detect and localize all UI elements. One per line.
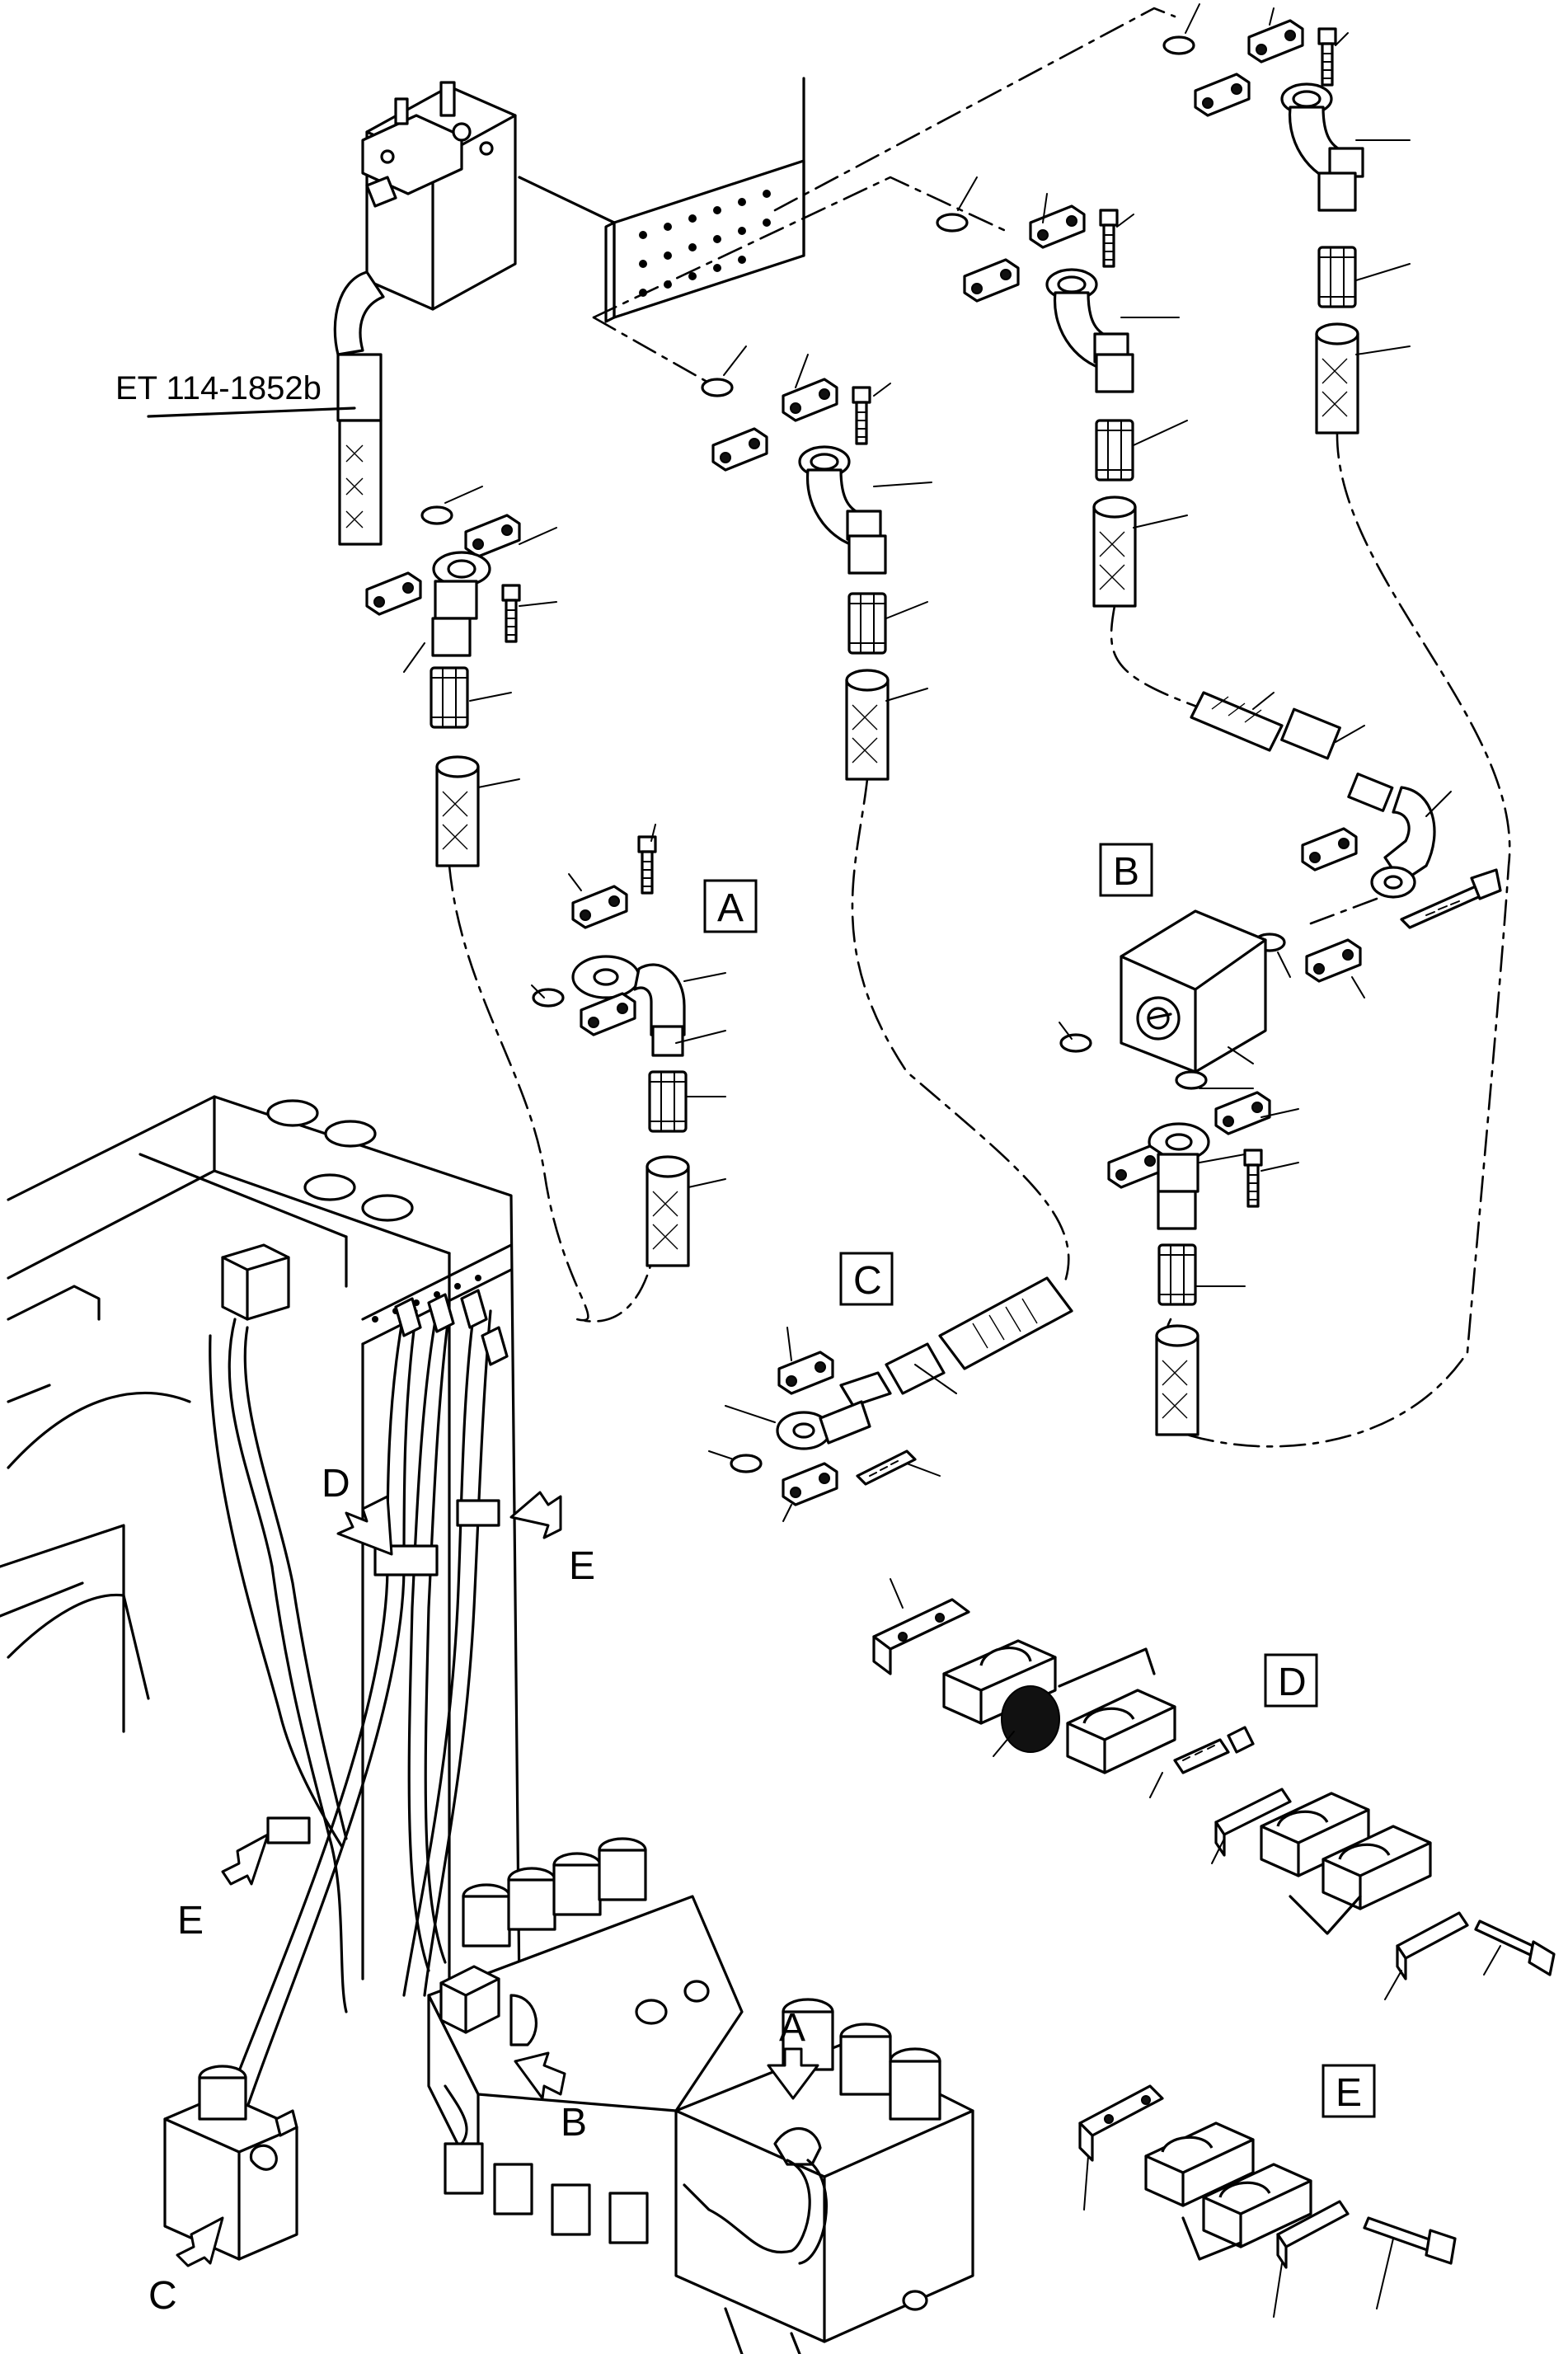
callout-arrow-d: D [322, 1462, 393, 1556]
detail-e: E [1078, 2064, 1457, 2318]
detail-a-box [703, 879, 758, 933]
routing-line-2 [592, 316, 719, 389]
callout-label-b: B [561, 2101, 587, 2145]
detail-b-label: B [1113, 850, 1139, 894]
hose-route-valve-to-a [448, 864, 661, 1323]
detail-e-label: E [1336, 2071, 1362, 2115]
routing-line-3 [592, 176, 1007, 319]
callout-arrow-a: A [767, 2006, 819, 2100]
detail-d-label: D [1278, 1661, 1307, 1704]
fitting-stack-upper-right [1162, 3, 1411, 435]
fitting-stack-center [701, 345, 932, 781]
manifold-plate [518, 77, 805, 323]
callout-label-e-lower: E [177, 1899, 204, 1943]
detail-d: D [872, 1578, 1556, 2000]
detail-c: C [708, 1252, 1073, 1522]
detail-e-box [1322, 2064, 1376, 2118]
detail-c-label: C [853, 1259, 882, 1303]
detail-a-label: A [717, 886, 744, 930]
routing-line-1 [773, 7, 1176, 212]
frame-hoses [209, 1289, 509, 2145]
detail-b: B [1059, 691, 1502, 1436]
callout-arrow-b: B [514, 2051, 587, 2145]
callout-label-d: D [322, 1462, 350, 1506]
hose-route-middle-to-b [1110, 604, 1205, 711]
fitting-stack-valve [365, 486, 557, 867]
hose-route-right-to-b [1161, 431, 1511, 1448]
top-valve-hose [147, 270, 385, 546]
detail-b-box [1099, 843, 1153, 897]
detail-c-box [839, 1252, 894, 1306]
callout-arrow-e-upper: E [509, 1491, 595, 1588]
control-valve-bank [163, 1837, 974, 2354]
fitting-stack-upper-middle [936, 176, 1188, 608]
hose-route-center-to-c [851, 778, 1070, 1288]
figure-reference-label: ET 114-1852b [115, 370, 322, 406]
callout-arrow-c: C [148, 2216, 224, 2318]
machine-frame [0, 1095, 521, 1997]
detail-a: A [531, 824, 758, 1267]
callout-label-c: C [148, 2274, 177, 2318]
detail-d-box [1264, 1653, 1318, 1708]
callout-arrow-e-lower: E [177, 1833, 270, 1943]
top-valve-block [361, 81, 517, 311]
callout-label-a: A [779, 2006, 805, 2050]
callout-label-e-upper: E [569, 1544, 595, 1588]
